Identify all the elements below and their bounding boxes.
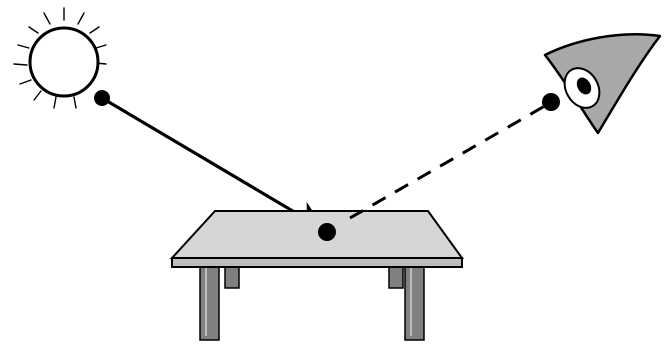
sun-disc — [30, 28, 98, 96]
table-leg-front-left — [200, 262, 219, 340]
table-top — [172, 211, 462, 258]
eye-point-dot — [542, 93, 560, 111]
eye-icon — [545, 34, 660, 133]
table-top-edge — [172, 258, 462, 267]
reflected-ray-dashed — [350, 103, 550, 218]
sun-icon — [14, 8, 106, 108]
ray-start-dot — [94, 90, 110, 106]
table-icon — [172, 211, 462, 340]
reflection-point-dot — [318, 223, 336, 241]
eye-shape — [545, 34, 660, 133]
incident-ray-arrow — [102, 98, 318, 226]
table-leg-front-right — [405, 262, 424, 340]
